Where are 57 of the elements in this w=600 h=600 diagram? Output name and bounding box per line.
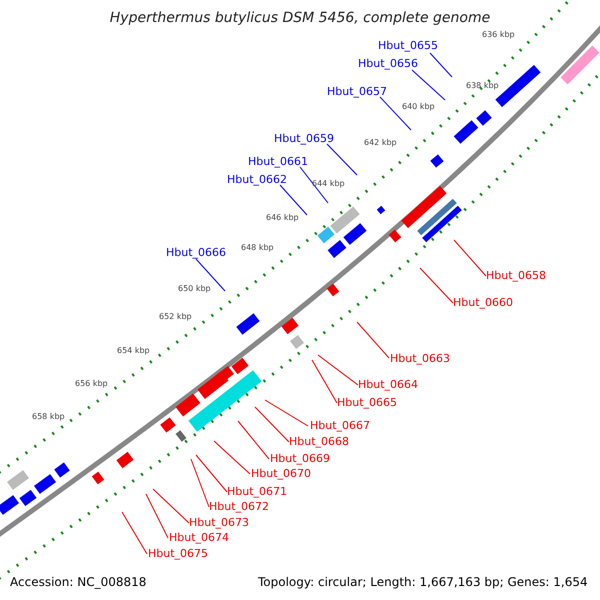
gene-label: Hbut_0658	[486, 270, 546, 281]
scale-label: 636 kbp	[482, 31, 515, 39]
gene-label: Hbut_0663	[390, 353, 450, 364]
scale-label: 654 kbp	[117, 347, 150, 355]
leader-line	[326, 144, 358, 176]
scale-label: 638 kbp	[466, 82, 499, 90]
scale-label: 642 kbp	[364, 139, 397, 147]
gene-label: Hbut_0667	[310, 420, 370, 431]
leader-line	[122, 512, 148, 554]
gene-label: Hbut_0671	[227, 486, 288, 497]
gene-label: Hbut_0660	[453, 297, 514, 308]
scale-label: 646 kbp	[266, 214, 299, 222]
leader-line	[430, 52, 452, 78]
gene-label: Hbut_0664	[358, 379, 418, 390]
gene-label: Hbut_0669	[270, 453, 330, 464]
gene-label: Hbut_0674	[169, 532, 230, 543]
scale-label: 648 kbp	[241, 244, 274, 252]
gene-label: Hbut_0661	[248, 156, 308, 167]
title: Hyperthermus butylicus DSM 5456, complete genome	[108, 11, 492, 25]
gene-label: Hbut_0665	[337, 397, 398, 408]
leader-line	[454, 240, 486, 276]
gene-label: Hbut_0662	[227, 174, 288, 185]
leader-line	[380, 96, 412, 130]
gene-label: Hbut_0659	[274, 133, 334, 144]
leader-line	[196, 454, 228, 492]
scale-label: 644 kbp	[312, 180, 345, 188]
leader-line	[318, 354, 358, 386]
gene-label: Hbut_0672	[209, 501, 270, 512]
gene-label: Hbut_0655	[378, 40, 438, 51]
leader-line	[312, 360, 338, 404]
leader-line	[356, 322, 390, 358]
leader-line	[196, 258, 226, 292]
leader-line	[190, 458, 210, 508]
accession-text: Accession: NC_008818	[10, 576, 146, 588]
leader-line	[238, 420, 270, 460]
gene-label: Hbut_0656	[358, 58, 418, 69]
leader-line	[300, 166, 328, 204]
leader-line	[214, 440, 250, 474]
gene-label: Hbut_0673	[189, 517, 250, 528]
scale-label: 652 kbp	[159, 313, 192, 321]
leader-line	[412, 70, 446, 100]
leader-line	[280, 184, 308, 216]
scale-label: 656 kbp	[75, 380, 108, 388]
scale-label: 650 kbp	[178, 285, 211, 293]
gene-label: Hbut_0670	[251, 468, 312, 479]
scale-label: 658 kbp	[32, 413, 65, 421]
leader-line	[146, 494, 168, 538]
gene-label: Hbut_0675	[148, 548, 208, 559]
leader-line	[152, 488, 190, 524]
gene-label: Hbut_0668	[289, 436, 350, 447]
gene-label: Hbut_0657	[327, 86, 388, 97]
leader-line	[254, 406, 290, 442]
leader-line	[264, 400, 308, 426]
genome-stats-text: Topology: circular; Length: 1,667,163 bp; Genes: 1,654	[258, 576, 588, 588]
leader-line	[420, 268, 454, 304]
gene-label: Hbut_0666	[166, 247, 226, 258]
scale-label: 640 kbp	[402, 103, 435, 111]
